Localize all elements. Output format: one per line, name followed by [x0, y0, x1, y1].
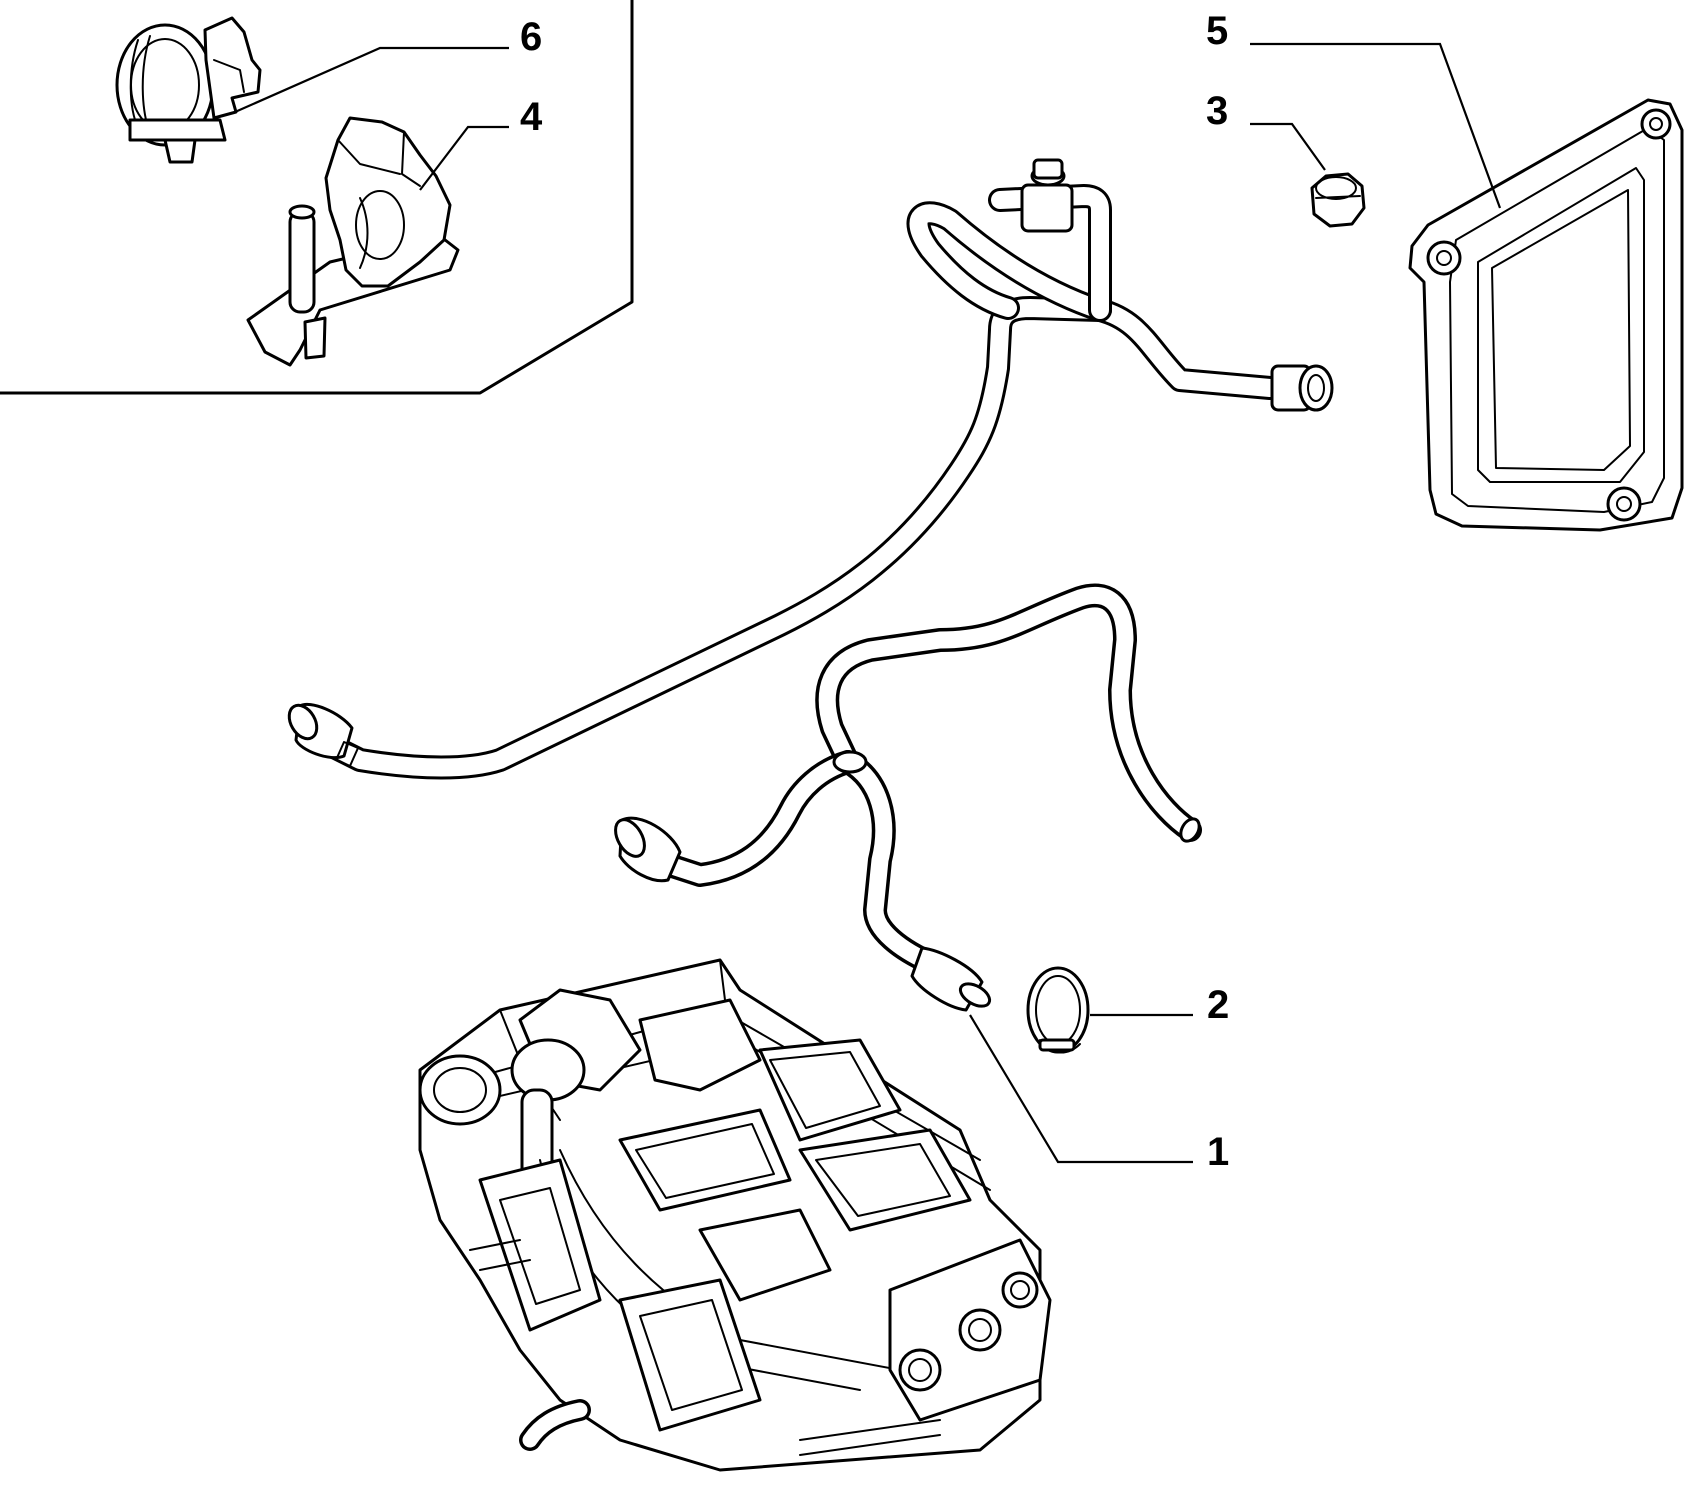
callout-4: 4: [520, 95, 543, 139]
part-3-hex-nut: [1310, 172, 1366, 228]
inset-frame: [0, 0, 634, 395]
callout-numbers: 6 4 5 3 2 1: [520, 9, 1229, 1174]
leader-line-4: [419, 125, 509, 191]
callout-6: 6: [520, 15, 542, 59]
leader-lines: [234, 42, 1502, 1164]
leader-line-6: [234, 46, 509, 114]
lower-hose-assembly: [614, 583, 1202, 1012]
upper-hose-assembly: [287, 158, 1334, 780]
hvac-heater-unit: [418, 958, 1052, 1472]
part-5-gasket-plate: [1408, 98, 1684, 532]
part-4-bracket: [246, 116, 460, 367]
leader-line-1: [969, 1014, 1193, 1164]
leader-line-5: [1250, 42, 1502, 209]
part-2-hose-clamp: [1026, 966, 1090, 1054]
callout-5: 5: [1206, 9, 1228, 53]
leader-line-3: [1250, 122, 1326, 171]
callout-1: 1: [1207, 1130, 1229, 1174]
callout-3: 3: [1206, 89, 1228, 133]
part-6-clip: [115, 16, 262, 164]
callout-2: 2: [1207, 983, 1229, 1027]
